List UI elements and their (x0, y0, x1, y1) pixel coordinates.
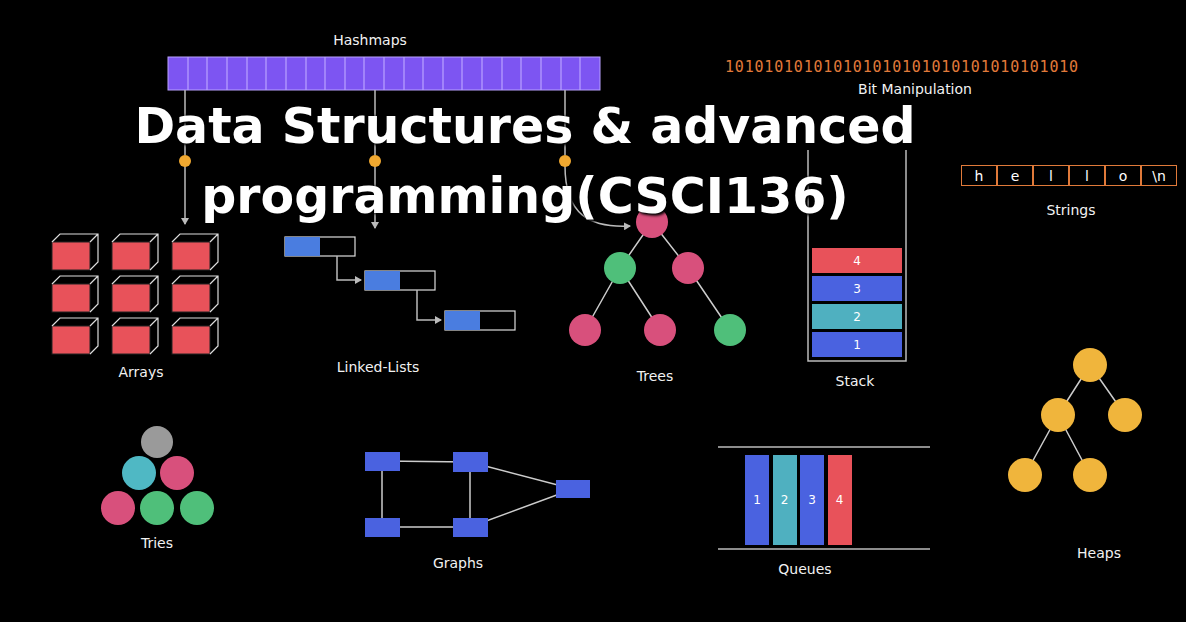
hashmap-cells (188, 57, 580, 90)
section-label: Graphs (433, 555, 483, 571)
stack-item-text: 1 (853, 338, 861, 352)
trie (101, 426, 214, 525)
string-cell-text: o (1119, 168, 1128, 184)
stack-item: 1 (812, 332, 902, 357)
ll-data (445, 311, 480, 330)
graph (365, 452, 590, 537)
heap-node (1073, 458, 1107, 492)
tree-node (604, 252, 636, 284)
cube (172, 276, 218, 312)
section-label: Queues (778, 561, 831, 577)
string-cell: l (1033, 165, 1069, 186)
stack-item: 3 (812, 276, 902, 301)
heap-node (1008, 458, 1042, 492)
section-label: Heaps (1077, 545, 1121, 561)
string-cell-text: \n (1152, 168, 1166, 184)
title: Data Structures & advanced programming(C… (60, 92, 990, 232)
queue-item: 1 (745, 455, 769, 545)
queue-item-text: 4 (836, 493, 844, 507)
dot (559, 155, 571, 167)
cube (172, 234, 218, 270)
cube-front (52, 242, 90, 270)
ll-pointer (417, 290, 441, 320)
tree (569, 206, 746, 346)
string-cell-text: e (1011, 168, 1020, 184)
ll-node (445, 311, 515, 330)
string-cell-text: l (1085, 168, 1089, 184)
string-cell: \n (1141, 165, 1177, 186)
queue-item-text: 3 (808, 493, 816, 507)
cube (112, 276, 158, 312)
queue-item-text: 2 (781, 493, 789, 507)
queue-item: 4 (828, 455, 852, 545)
cube-edge (52, 234, 98, 270)
tree-node (714, 314, 746, 346)
queue-item-text: 1 (753, 493, 761, 507)
cube (112, 318, 158, 354)
hashmap-bar-body (168, 57, 600, 90)
section-label: Linked-Lists (337, 359, 420, 375)
string-cell: o (1105, 165, 1141, 186)
bit-string: 101010101010101010101010101010101010 (725, 58, 1079, 76)
section-label: Hashmaps (333, 32, 407, 48)
graph-vertex (365, 452, 400, 471)
cube (52, 318, 98, 354)
trie-node (141, 426, 173, 458)
link-arrow (184, 166, 186, 224)
stack-item-text: 4 (853, 254, 861, 268)
stack-item-text: 3 (853, 282, 861, 296)
ll-node (285, 237, 355, 256)
graph-vertex (365, 518, 400, 537)
tree-node (672, 252, 704, 284)
hashmap-dots (179, 155, 571, 167)
ll-node (365, 271, 435, 290)
heap-node (1073, 348, 1107, 382)
queue-item: 3 (800, 455, 824, 545)
heap (1008, 348, 1142, 492)
queue-item: 2 (773, 455, 797, 545)
graph-vertex (453, 518, 488, 537)
heap-node (1041, 398, 1075, 432)
ll-data (285, 237, 320, 256)
linked-list (285, 237, 515, 330)
stack-item-text: 2 (853, 310, 861, 324)
graph-vertex (453, 452, 488, 472)
hashmap-bar (168, 57, 600, 90)
cube (172, 318, 218, 354)
section-label: Tries (141, 535, 173, 551)
tree-node (644, 314, 676, 346)
string-cell: l (1069, 165, 1105, 186)
section-label: Arrays (118, 364, 163, 380)
tree-node (569, 314, 601, 346)
trie-node (140, 491, 174, 525)
section-label: Stack (836, 373, 875, 389)
trie-node (122, 456, 156, 490)
stack-item: 4 (812, 248, 902, 273)
trie-node (180, 491, 214, 525)
string-cell: e (997, 165, 1033, 186)
dot (369, 155, 381, 167)
queue-rails (718, 447, 930, 549)
array-cubes (52, 234, 218, 354)
string-cell: h (961, 165, 997, 186)
dot (179, 155, 191, 167)
section-label: Strings (1046, 202, 1095, 218)
ll-pointer (337, 256, 361, 280)
graph-vertex (556, 480, 590, 498)
heap-node (1108, 398, 1142, 432)
string-cell-text: l (1049, 168, 1053, 184)
cube (52, 234, 98, 270)
trie-node (101, 491, 135, 525)
cube (52, 276, 98, 312)
stack-item: 2 (812, 304, 902, 329)
tree-links (585, 222, 730, 330)
section-label: Trees (637, 368, 673, 384)
cube (112, 234, 158, 270)
trie-node (160, 456, 194, 490)
section-label: Bit Manipulation (858, 81, 972, 97)
ll-data (365, 271, 400, 290)
string-cell-text: h (975, 168, 984, 184)
